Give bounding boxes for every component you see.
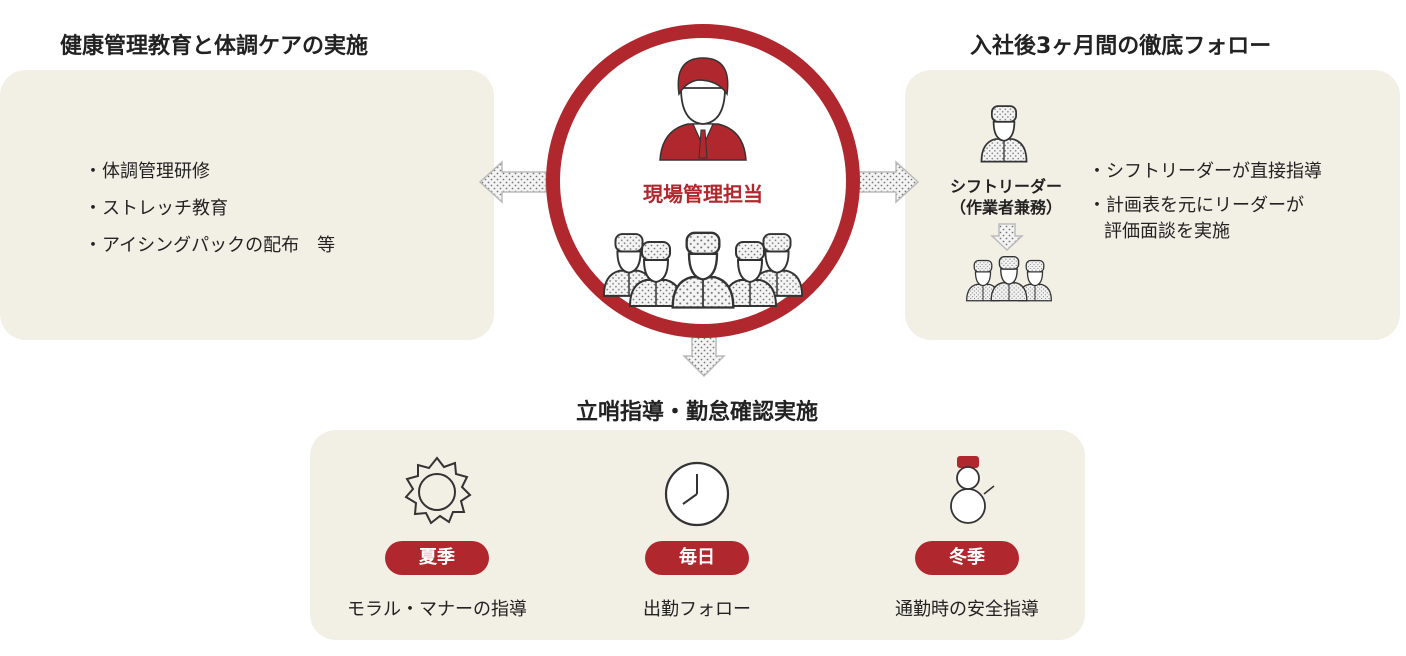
left-item: ・ストレッチ教育 bbox=[84, 198, 228, 219]
arrow-down-icon bbox=[682, 334, 726, 378]
leader-sub: （作業者兼務） bbox=[949, 198, 1062, 217]
manager-circle bbox=[546, 24, 860, 338]
arrow-down-small-icon bbox=[990, 223, 1024, 252]
badge-summer: 夏季 bbox=[385, 541, 489, 575]
caption-winter: 通勤時の安全指導 bbox=[895, 599, 1039, 620]
clock-icon bbox=[664, 461, 730, 527]
badge-winter: 冬季 bbox=[915, 541, 1019, 575]
right-item: ・計画表を元にリーダーが bbox=[1088, 195, 1304, 216]
center-label: 現場管理担当 bbox=[643, 182, 763, 206]
left-panel bbox=[0, 70, 494, 340]
arrow-left-icon bbox=[478, 160, 547, 204]
caption-daily: 出勤フォロー bbox=[643, 599, 751, 620]
bottom-title: 立哨指導・勤怠確認実施 bbox=[575, 400, 818, 425]
snowman-icon bbox=[950, 456, 995, 524]
left-item: ・体調管理研修 bbox=[84, 161, 210, 182]
shift-leader-icon bbox=[980, 105, 1028, 163]
badge-daily: 毎日 bbox=[645, 541, 749, 575]
workers-group-icon bbox=[602, 231, 804, 309]
leader-label: シフトリーダー bbox=[949, 177, 1062, 196]
sun-icon bbox=[404, 456, 472, 525]
left-item: ・アイシングパックの配布 等 bbox=[84, 235, 336, 256]
arrow-right-icon bbox=[856, 160, 920, 204]
right-title: 入社後3ヶ月間の徹底フォロー bbox=[970, 34, 1272, 59]
right-item: ・シフトリーダーが直接指導 bbox=[1088, 161, 1322, 182]
caption-summer: モラル・マナーの指導 bbox=[347, 599, 527, 620]
workers-group-icon bbox=[966, 256, 1052, 302]
manager-icon bbox=[659, 57, 747, 161]
right-item: 評価面談を実施 bbox=[1104, 221, 1230, 242]
left-title: 健康管理教育と体調ケアの実施 bbox=[60, 34, 369, 59]
